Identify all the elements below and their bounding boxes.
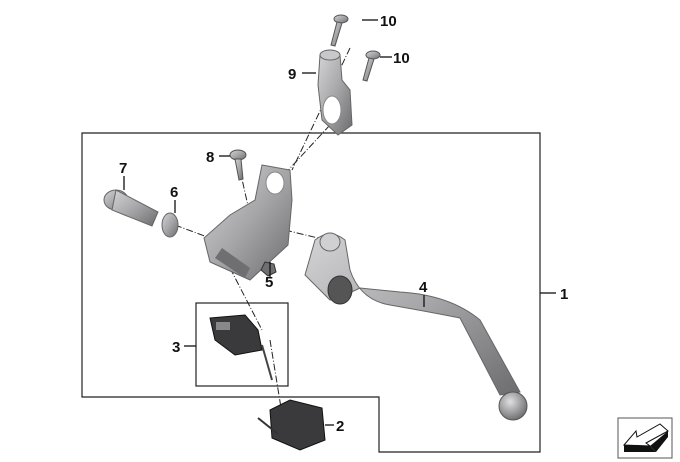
label-part-5: 5 (265, 274, 273, 291)
part-7-pin (103, 189, 159, 227)
part-10-screw-upper (330, 14, 349, 47)
assembly-frame-1 (81, 132, 541, 453)
label-part-4: 4 (419, 279, 428, 296)
part-lever-bracket (203, 164, 293, 281)
label-part-7: 7 (119, 160, 127, 177)
label-part-2: 2 (336, 418, 344, 435)
part-4-clutch-lever (304, 232, 528, 421)
label-part-8: 8 (206, 149, 214, 166)
part-5-nut (260, 261, 277, 277)
subassembly-frame-3 (195, 302, 289, 387)
part-9-clamp (317, 49, 353, 136)
part-10-screw-lower (362, 50, 381, 82)
label-part-9: 9 (288, 66, 296, 83)
label-part-6: 6 (170, 184, 178, 201)
label-part-10-upper: 10 (380, 13, 397, 30)
arrow-direction-icon (617, 417, 673, 459)
part-8-screw (229, 149, 247, 181)
label-part-10-lower: 10 (393, 50, 410, 67)
part-3-switch (209, 314, 273, 381)
label-part-3: 3 (172, 339, 180, 356)
label-part-1: 1 (560, 286, 568, 303)
part-6-washer (161, 212, 179, 238)
part-2-cover (257, 399, 326, 451)
